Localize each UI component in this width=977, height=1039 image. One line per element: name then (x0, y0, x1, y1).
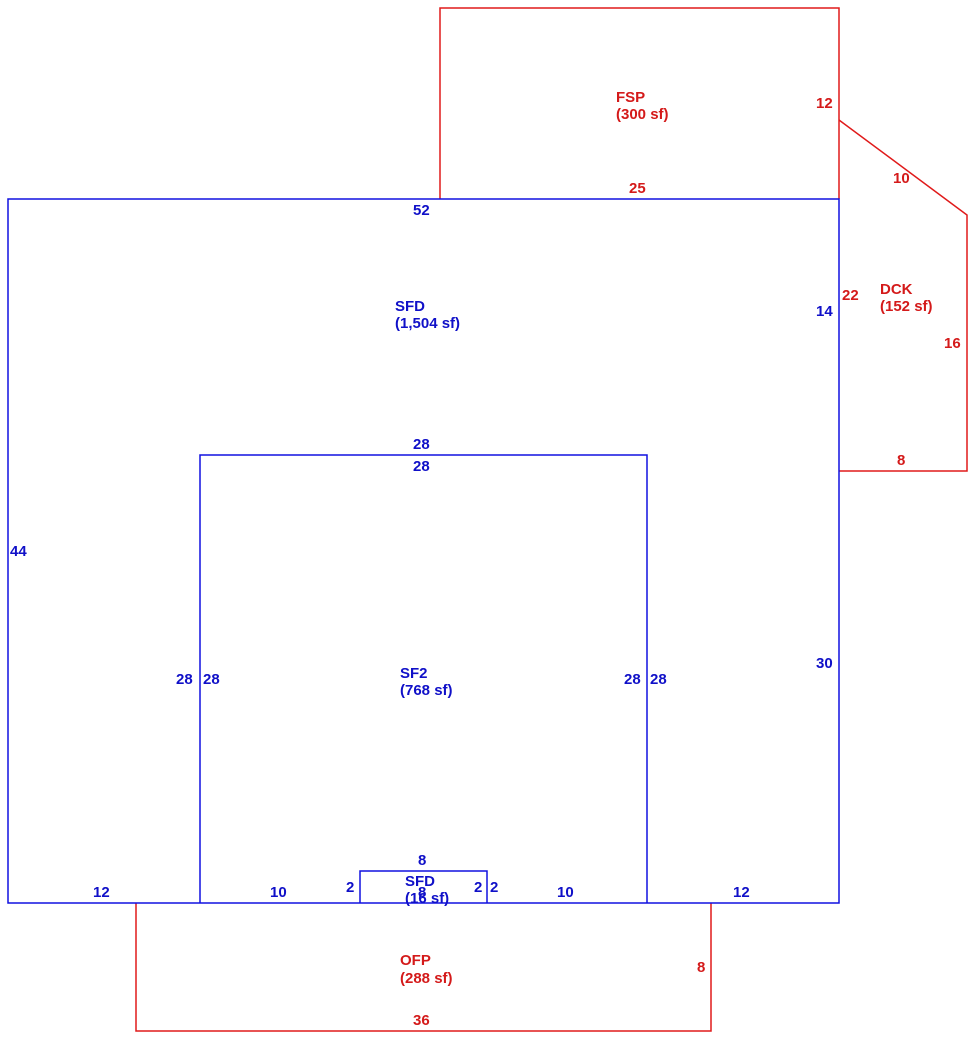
dck-outline (838, 119, 968, 472)
dim-small-left-outer: 2 (346, 879, 354, 896)
dim-dck-diag: 10 (893, 170, 910, 187)
fsp-name: FSP (616, 89, 645, 106)
dim-sf2-bottom-right: 10 (557, 884, 574, 901)
sf2-area: (768 sf) (400, 682, 453, 699)
dim-dck-bottom: 8 (897, 452, 905, 469)
sfd-outline (7, 198, 840, 904)
sfd-small-outline (359, 870, 488, 903)
dim-sf2-left-inner: 28 (203, 671, 220, 688)
dim-sf2-bottom-left: 10 (270, 884, 287, 901)
dim-sfd-bottom-right: 12 (733, 884, 750, 901)
dim-small-bottom: 8 (418, 884, 426, 901)
dim-fsp-bottom: 25 (629, 180, 646, 197)
sfd-area: (1,504 sf) (395, 315, 460, 332)
dck-name: DCK (880, 281, 913, 298)
ofp-name: OFP (400, 952, 431, 969)
dim-small-right-inner: 2 (474, 879, 482, 896)
dim-sf2-top-inner: 28 (413, 458, 430, 475)
dim-small-top: 8 (418, 852, 426, 869)
dim-sf2-left-outer: 28 (176, 671, 193, 688)
sfd-name: SFD (395, 298, 425, 315)
ofp-area: (288 sf) (400, 970, 453, 987)
dim-ofp-bottom: 36 (413, 1012, 430, 1029)
dim-sfd-top: 52 (413, 202, 430, 219)
dim-sfd-right-lower: 30 (816, 655, 833, 672)
dim-sfd-right-upper: 14 (816, 303, 833, 320)
sf2-outline (199, 454, 648, 903)
dim-sfd-bottom-left: 12 (93, 884, 110, 901)
dim-sf2-right-inner: 28 (624, 671, 641, 688)
fsp-outline (439, 7, 840, 199)
dim-sf2-top-outer: 28 (413, 436, 430, 453)
fsp-area: (300 sf) (616, 106, 669, 123)
sf2-name: SF2 (400, 665, 428, 682)
dim-ofp-right: 8 (697, 959, 705, 976)
dim-dck-right: 16 (944, 335, 961, 352)
dim-sf2-right-outer: 28 (650, 671, 667, 688)
sfd-small-name: SFD (405, 873, 435, 890)
dck-area: (152 sf) (880, 298, 933, 315)
dim-small-right-outer: 2 (490, 879, 498, 896)
dim-sfd-left: 44 (10, 543, 27, 560)
dim-dck-left: 22 (842, 287, 859, 304)
ofp-outline (135, 903, 712, 1032)
sfd-small-area: (16 sf) (405, 890, 449, 907)
dim-fsp-right: 12 (816, 95, 833, 112)
